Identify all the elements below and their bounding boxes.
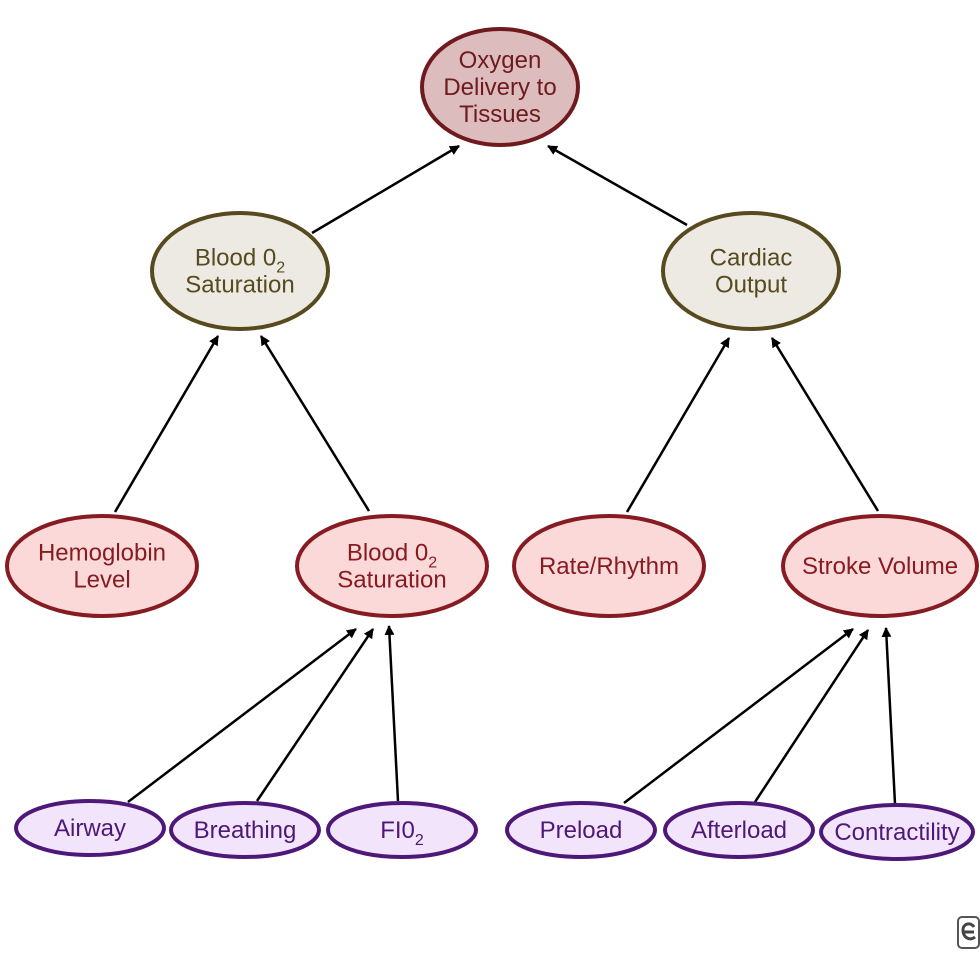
node-blood-o2-saturation-low-label-line: Blood 02 [347, 540, 437, 572]
node-airway: Airway [14, 799, 166, 857]
node-cardiac-output-label-line: Cardiac [710, 245, 793, 272]
node-stroke-volume-shape [781, 514, 979, 618]
node-airway-label-line: Airway [54, 815, 126, 842]
node-oxygen-delivery-label-line: Delivery to [443, 74, 556, 101]
node-blood-o2-saturation-mid-label-line: Saturation [185, 272, 294, 299]
node-airway-shape [14, 799, 166, 857]
node-stroke-volume-label-line: Stroke Volume [802, 553, 958, 580]
node-oxygen-delivery-label-line: Oxygen [459, 47, 542, 74]
arrow-cardiac-output-to-oxygen-delivery [547, 144, 688, 227]
node-afterload-label-line: Afterload [691, 817, 787, 844]
node-cardiac-output-label-line: Output [715, 272, 787, 299]
arrow-blood-o2-saturation-low-to-blood-o2-saturation-mid [259, 335, 371, 512]
node-breathing-label-line: Breathing [194, 817, 297, 844]
node-cardiac-output-shape [661, 211, 841, 331]
node-preload: Preload [505, 801, 657, 859]
node-contractility: Contractility [819, 803, 975, 861]
node-afterload: Afterload [663, 801, 815, 859]
arrow-fio2-to-blood-o2-saturation-low [384, 625, 400, 802]
arrow-blood-o2-saturation-mid-to-oxygen-delivery [311, 144, 460, 235]
node-preload-label-line: Preload [540, 817, 623, 844]
node-hemoglobin-level-label-line: Hemoglobin [38, 540, 166, 567]
node-oxygen-delivery-label-line: Tissues [459, 101, 541, 128]
node-hemoglobin-level-shape [5, 514, 199, 618]
arrow-contractility-to-stroke-volume [881, 627, 897, 805]
e-logo-icon [957, 916, 980, 949]
node-breathing: Breathing [169, 801, 321, 859]
node-hemoglobin-level-label-line: Level [73, 567, 130, 594]
node-fio2-shape [326, 801, 478, 859]
node-stroke-volume: Stroke Volume [781, 514, 979, 618]
node-breathing-shape [169, 801, 321, 859]
node-contractility-label-line: Contractility [834, 819, 959, 846]
node-preload-shape [505, 801, 657, 859]
node-contractility-shape [819, 803, 975, 861]
node-rate-rhythm-label-line: Rate/Rhythm [539, 553, 679, 580]
node-blood-o2-saturation-mid-label-line: Blood 02 [195, 245, 285, 277]
arrow-preload-to-stroke-volume [623, 628, 854, 804]
node-fio2-label-line: FI02 [380, 817, 424, 849]
arrow-airway-to-blood-o2-saturation-low [127, 628, 357, 803]
node-rate-rhythm: Rate/Rhythm [512, 514, 706, 618]
node-blood-o2-saturation-mid-shape [150, 211, 330, 331]
node-blood-o2-saturation-low-label-line: Saturation [337, 567, 446, 594]
arrow-breathing-to-blood-o2-saturation-low [255, 628, 375, 802]
node-afterload-shape [663, 801, 815, 859]
arrow-rate-rhythm-to-cardiac-output [625, 337, 731, 513]
node-blood-o2-saturation-low-shape [295, 514, 489, 618]
arrow-stroke-volume-to-cardiac-output [770, 337, 880, 512]
arrow-afterload-to-stroke-volume [753, 629, 870, 803]
node-oxygen-delivery-shape [420, 27, 580, 147]
node-rate-rhythm-shape [512, 514, 706, 618]
node-fio2: FI02 [326, 801, 478, 859]
edges-layer [113, 144, 897, 805]
arrow-hemoglobin-level-to-blood-o2-saturation-mid [113, 335, 220, 513]
